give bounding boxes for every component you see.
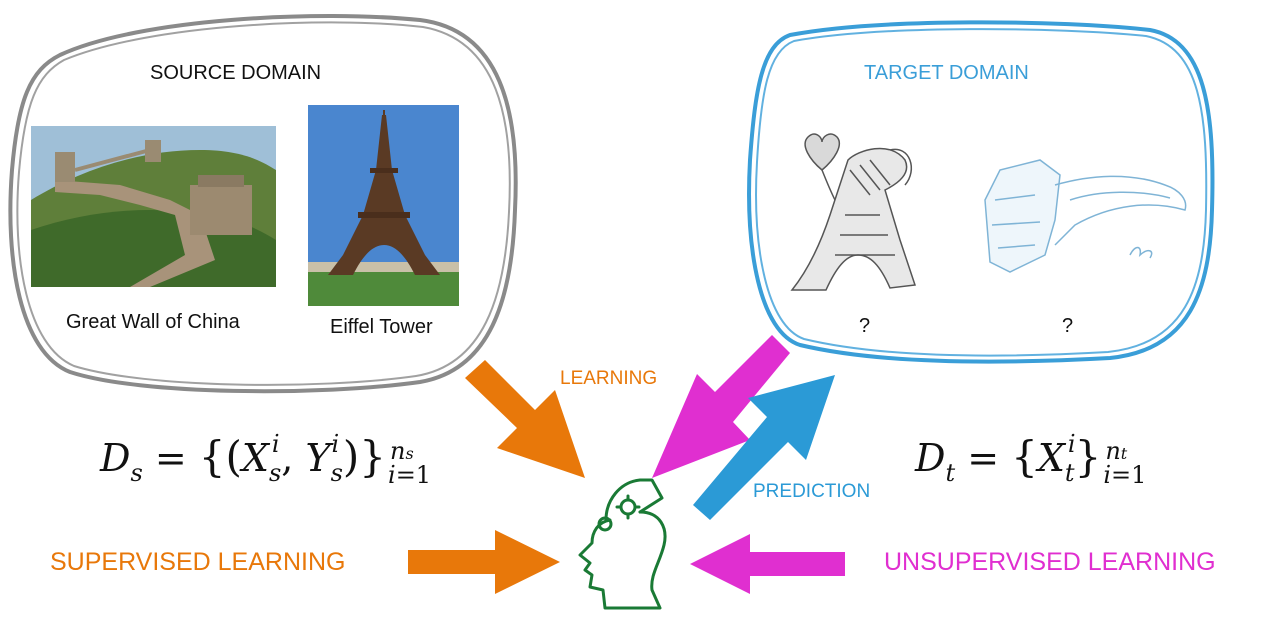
supervised-arrow (408, 530, 560, 594)
target-eiffel-caption: ? (859, 315, 871, 337)
prediction-label: PREDICTION (753, 481, 871, 502)
source-domain-title: SOURCE DOMAIN (150, 62, 322, 84)
source-domain-outline (8, 14, 518, 394)
prediction-arrow (693, 375, 835, 520)
great-wall-sketch (984, 159, 1187, 273)
unsupervised-arrow (690, 534, 845, 594)
unsupervised-learning-label: UNSUPERVISED LEARNING (884, 548, 1216, 576)
eiffel-tower-sketch (790, 133, 917, 291)
target-domain-outline (747, 20, 1215, 364)
target-to-head-arrow (652, 335, 790, 478)
great-wall-photo (31, 126, 276, 287)
great-wall-caption: Great Wall of China (66, 311, 240, 333)
eiffel-tower-photo (308, 105, 459, 306)
learning-label: LEARNING (560, 368, 658, 389)
target-wall-caption: ? (1062, 315, 1074, 337)
target-domain-title: TARGET DOMAIN (864, 62, 1029, 84)
supervised-learning-label: SUPERVISED LEARNING (50, 548, 346, 576)
head-gears-icon (578, 478, 667, 610)
learning-arrow (465, 360, 585, 478)
eiffel-tower-caption: Eiffel Tower (330, 316, 433, 338)
